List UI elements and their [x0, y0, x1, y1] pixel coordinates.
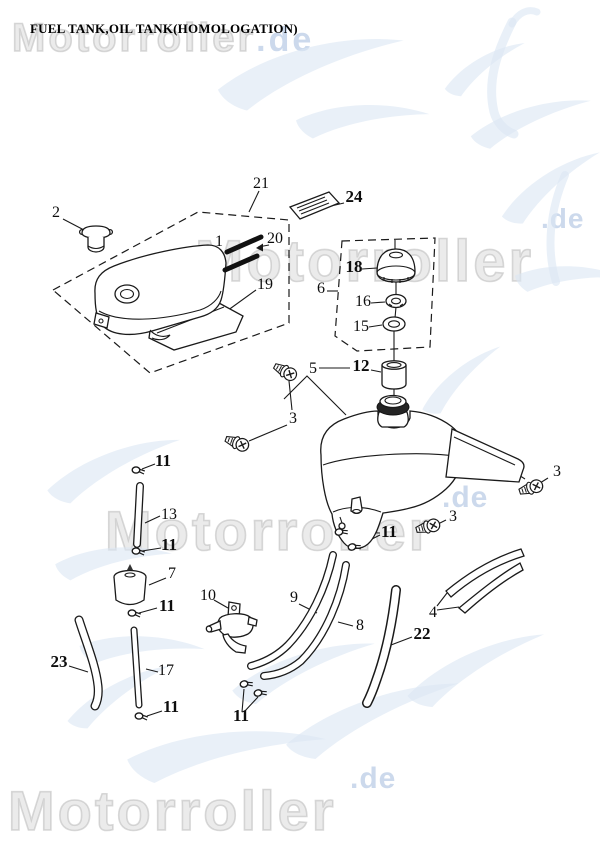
- callout-11-d: 11: [163, 697, 179, 716]
- hose-9: [248, 552, 336, 669]
- oil-tank-bracket-tab: [93, 312, 110, 329]
- callout-11-b: 11: [161, 535, 177, 554]
- callout-11-c: 11: [159, 596, 175, 615]
- trim-strips-4: [445, 548, 525, 614]
- callout-22: 22: [414, 624, 431, 643]
- cap-gasket-15: [382, 316, 406, 332]
- rubber-strips-20: [222, 234, 264, 273]
- callout-10: 10: [200, 587, 216, 604]
- callout-7: 7: [168, 565, 176, 582]
- callout-3-b: 3: [553, 463, 561, 480]
- watermark-lower-domain: .de: [442, 481, 489, 514]
- watermark-swoosh-art: [42, 7, 600, 795]
- callout-11-e: 11: [381, 522, 397, 541]
- hose-8: [261, 562, 349, 679]
- oil-tank-cap-2: [78, 225, 114, 253]
- hose-22: [363, 586, 400, 707]
- callout-20: 20: [267, 230, 283, 247]
- callout-17: 17: [158, 662, 174, 679]
- group-6-dashed-outline: [334, 237, 436, 352]
- watermark-top: Motorroller.de: [11, 15, 314, 61]
- callout-24: 24: [346, 187, 364, 206]
- callout-11-a: 11: [155, 451, 171, 470]
- callout-15: 15: [353, 318, 369, 335]
- callout-18: 18: [346, 257, 363, 276]
- flange-screw-3-a: [271, 359, 300, 384]
- group-21-dashed-outline: [51, 211, 290, 374]
- callout-11-f: 11: [233, 706, 249, 725]
- filler-strainer-cup-12: [381, 360, 407, 390]
- hose-clip-11-d: [134, 712, 149, 721]
- callout-19: 19: [257, 276, 273, 293]
- callout-6: 6: [317, 280, 325, 297]
- hose-23: [75, 616, 102, 710]
- callout-3-c: 3: [449, 508, 457, 525]
- callout-8: 8: [356, 617, 364, 634]
- callout-12: 12: [353, 356, 370, 375]
- hose-13: [134, 483, 143, 547]
- fuel-cap-group: [334, 237, 436, 352]
- watermark-bottom: Motorroller: [7, 778, 337, 843]
- callout-4: 4: [429, 604, 437, 621]
- fuel-tank-flange: [445, 428, 525, 483]
- callout-21: 21: [253, 175, 269, 192]
- watermark-brand: Motorroller: [11, 15, 257, 61]
- callout-3-a: 3: [289, 410, 297, 427]
- callout-9: 9: [290, 589, 298, 606]
- flange-screw-3-b: [223, 432, 252, 454]
- callout-5: 5: [309, 360, 317, 377]
- fuel-cap-dome-18: [376, 248, 416, 283]
- page-title: FUEL TANK,OIL TANK(HOMOLOGATION): [30, 21, 298, 36]
- fuel-tank-outlet-fittings: [338, 496, 363, 530]
- watermark-bottom-domain: .de: [350, 762, 397, 795]
- fuel-tank-neck: [377, 411, 409, 428]
- cap-retainer-16: [385, 293, 407, 309]
- oil-filter-cup-7: [113, 564, 147, 606]
- callout-23: 23: [51, 652, 68, 671]
- callout-1: 1: [215, 233, 223, 250]
- oil-tank-group: [51, 211, 290, 374]
- callout-13: 13: [161, 506, 177, 523]
- caution-label-24: [288, 191, 341, 220]
- fuel-tank-5: [320, 394, 525, 550]
- fuel-hoses: [74, 482, 401, 711]
- callout-2: 2: [52, 204, 60, 221]
- hose-17: [131, 627, 142, 708]
- oil-tank-filler-hole: [114, 284, 140, 304]
- callout-labels: 2 21 24 1 20 19 18 6 16 15 5 12 3 3 3 11…: [51, 175, 562, 725]
- flange-screw-3-d: [414, 516, 442, 537]
- callout-16: 16: [355, 293, 371, 310]
- hose-clip-11-a: [131, 466, 146, 475]
- fuel-valve-10: [205, 601, 258, 654]
- hose-clip-11-c: [127, 609, 142, 618]
- flange-screw-3-c: [517, 477, 546, 499]
